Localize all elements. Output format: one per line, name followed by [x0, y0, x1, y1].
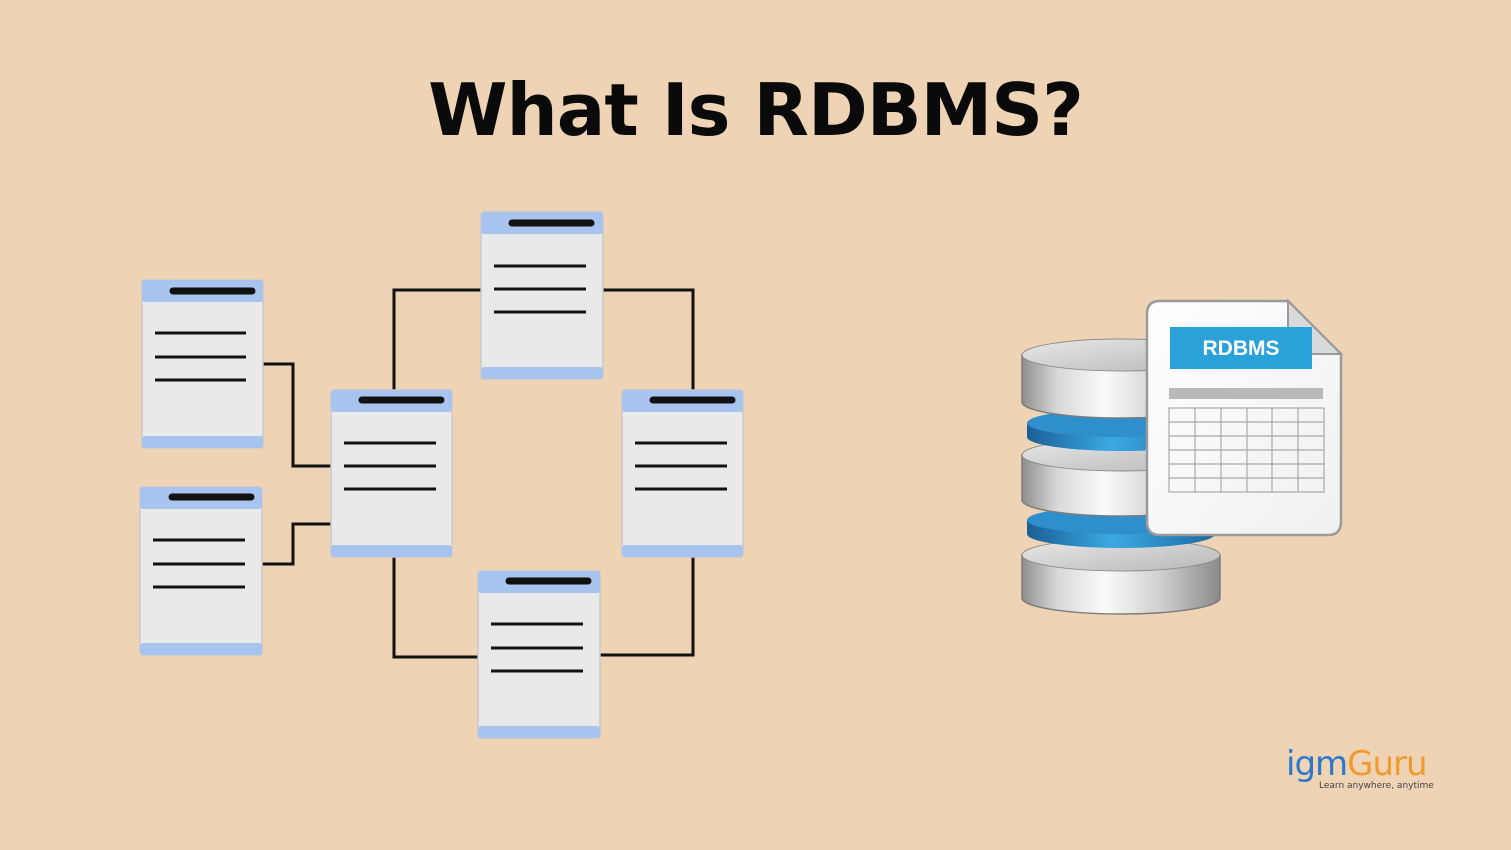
logo-wordmark: igmGuru — [1286, 744, 1428, 784]
spreadsheet-grid — [1168, 407, 1325, 493]
table-card — [621, 389, 744, 558]
logo-tagline: Learn anywhere, anytime — [1319, 781, 1434, 791]
logo-brand-part1: igm — [1286, 744, 1348, 784]
connector-table2-center — [262, 522, 331, 566]
document-label: RDBMS — [1203, 337, 1280, 360]
table-card — [477, 570, 601, 739]
connector-table1-center — [263, 362, 331, 468]
spreadsheet-document-icon: RDBMS — [1145, 298, 1344, 537]
connector-top-right — [603, 288, 695, 390]
database-document-icon: RDBMS — [1021, 298, 1344, 615]
connector-center-bottom — [392, 557, 478, 659]
table-card — [330, 389, 453, 558]
logo-brand-part2: Guru — [1347, 744, 1427, 784]
table-card — [139, 486, 263, 656]
page-title: What Is RDBMS? — [428, 68, 1084, 152]
table-card — [480, 211, 604, 380]
connector-right-bottom — [600, 557, 695, 657]
relational-tables-diagram — [139, 211, 744, 739]
relationship-connectors — [262, 288, 695, 659]
document-label-banner — [1170, 327, 1312, 369]
table-card — [141, 279, 264, 449]
igmguru-logo: igmGuru Learn anywhere, anytime — [1286, 744, 1446, 794]
connector-center-top — [392, 288, 481, 390]
